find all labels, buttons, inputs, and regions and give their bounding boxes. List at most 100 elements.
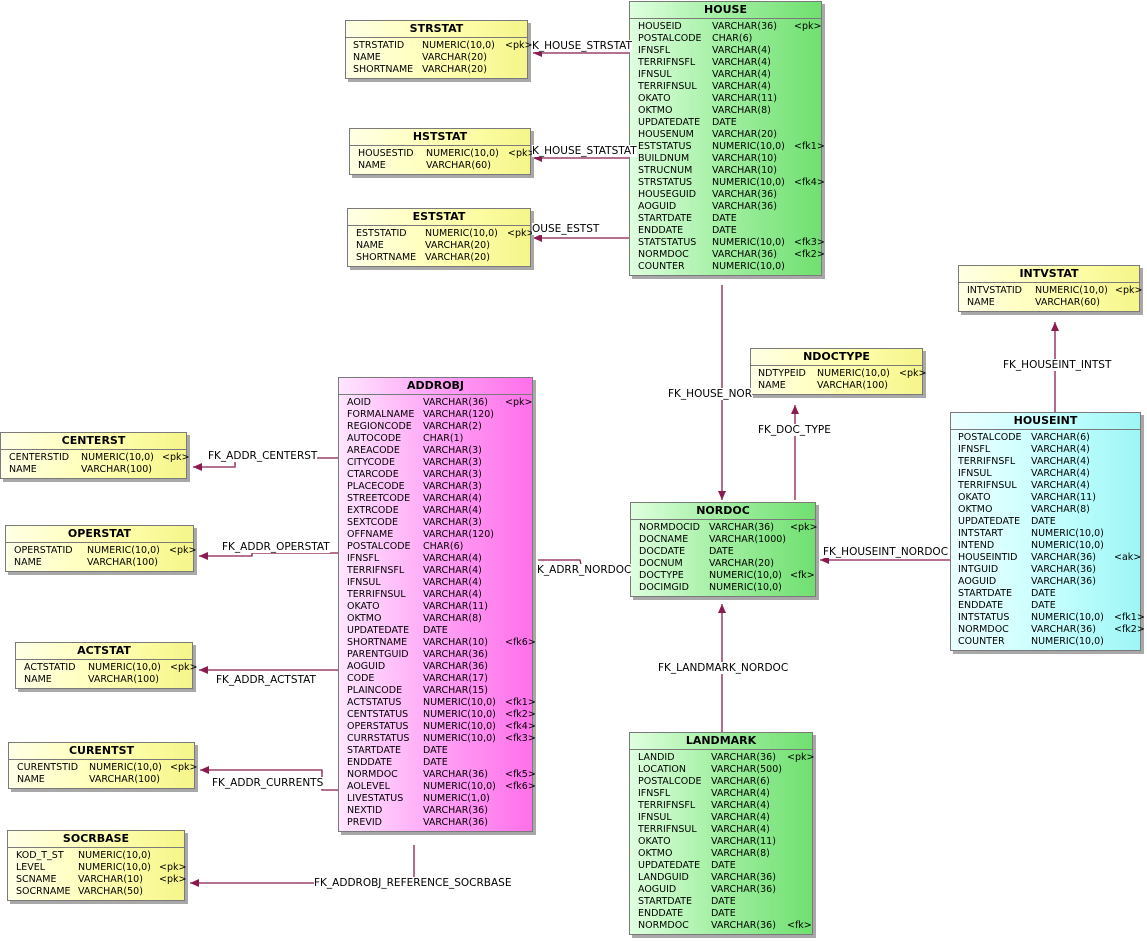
- column-name: NEXTID: [347, 805, 383, 816]
- column-name: NAME: [758, 380, 786, 391]
- table-title: ADDROBJ: [339, 378, 532, 395]
- column-name: DOCTYPE: [639, 570, 684, 581]
- column-type: VARCHAR(36): [711, 884, 776, 895]
- table-title: NORDOC: [631, 503, 815, 520]
- column-key: <fk1>: [1114, 612, 1145, 623]
- column-name: DOCNUM: [639, 558, 683, 569]
- column-type: VARCHAR(8): [711, 848, 770, 859]
- column-key: <fk2>: [794, 249, 825, 260]
- column-type: DATE: [712, 213, 737, 224]
- column-name: LANDID: [638, 752, 675, 763]
- column-key: <pk>: [159, 862, 187, 873]
- column-key: <pk>: [159, 874, 187, 885]
- column-type: NUMERIC(1,0): [423, 793, 490, 804]
- column-name: IFNSUL: [638, 69, 672, 80]
- column-type: DATE: [423, 625, 448, 636]
- column-name: OKTMO: [638, 848, 673, 859]
- column-type: VARCHAR(3): [423, 469, 482, 480]
- column-type: VARCHAR(11): [712, 93, 777, 104]
- column-name: TERRIFNSFL: [958, 456, 1016, 467]
- relationship-fk_addr_operstat[interactable]: [199, 552, 338, 560]
- relationship-fk_houseint_nordoc[interactable]: [820, 556, 950, 564]
- column-type: VARCHAR(36): [711, 752, 776, 763]
- relationship-fk_addr_actstat[interactable]: [199, 666, 338, 674]
- column-name: STATSTATUS: [638, 237, 697, 248]
- column-name: OKTMO: [347, 613, 382, 624]
- arrow-head-icon: [199, 666, 208, 674]
- arrow-head-icon: [718, 604, 726, 613]
- column-name: AOGUID: [958, 576, 997, 587]
- column-name: BUILDNUM: [638, 153, 690, 164]
- column-type: DATE: [712, 117, 737, 128]
- column-key: <pk>: [505, 40, 533, 51]
- column-name: PARENTGUID: [347, 649, 409, 660]
- column-name: HOUSEID: [638, 21, 682, 32]
- column-type: CHAR(6): [423, 541, 464, 552]
- relationship-label: K_HOUSE_STATSTAT: [532, 145, 637, 157]
- column-type: VARCHAR(36): [711, 920, 776, 931]
- column-type: NUMERIC(10,0): [423, 721, 496, 732]
- column-name: HOUSENUM: [638, 129, 694, 140]
- column-name: TERRIFNSUL: [347, 589, 406, 600]
- column-key: <fk>: [790, 570, 815, 581]
- column-type: VARCHAR(10): [712, 165, 777, 176]
- column-type: NUMERIC(10,0): [1035, 285, 1108, 296]
- column-name: NAME: [17, 774, 45, 785]
- column-type: VARCHAR(4): [711, 800, 770, 811]
- relationship-label: OUSE_ESTST: [532, 223, 600, 235]
- column-type: NUMERIC(10,0): [423, 697, 496, 708]
- column-type: CHAR(1): [423, 433, 464, 444]
- relationship-fk_house_eststat[interactable]: [533, 234, 629, 242]
- column-name: CENTERSTID: [9, 452, 70, 463]
- column-type: DATE: [1031, 588, 1056, 599]
- column-name: INTSTART: [958, 528, 1004, 539]
- column-type: VARCHAR(36): [423, 769, 488, 780]
- column-name: IFNSUL: [347, 577, 381, 588]
- column-type: VARCHAR(20): [422, 52, 487, 63]
- column-name: OFFNAME: [347, 529, 394, 540]
- column-key: <fk>: [787, 920, 812, 931]
- column-type: NUMERIC(10,0): [1031, 612, 1104, 623]
- table-title: ACTSTAT: [16, 643, 192, 660]
- column-type: DATE: [423, 757, 448, 768]
- column-name: IFNSUL: [638, 812, 672, 823]
- column-type: NUMERIC(10,0): [425, 228, 498, 239]
- column-type: NUMERIC(10,0): [423, 733, 496, 744]
- column-type: DATE: [711, 896, 736, 907]
- table-title: SOCRBASE: [8, 831, 184, 848]
- column-type: VARCHAR(11): [423, 601, 488, 612]
- column-name: CURENTSTID: [17, 762, 79, 773]
- relationship-fk_doc_type[interactable]: [791, 405, 799, 500]
- column-type: VARCHAR(4): [712, 69, 771, 80]
- column-type: VARCHAR(8): [712, 105, 771, 116]
- column-name: OPERSTATUS: [347, 721, 409, 732]
- relationship-label: FK_HOUSE_NOR: [668, 388, 752, 400]
